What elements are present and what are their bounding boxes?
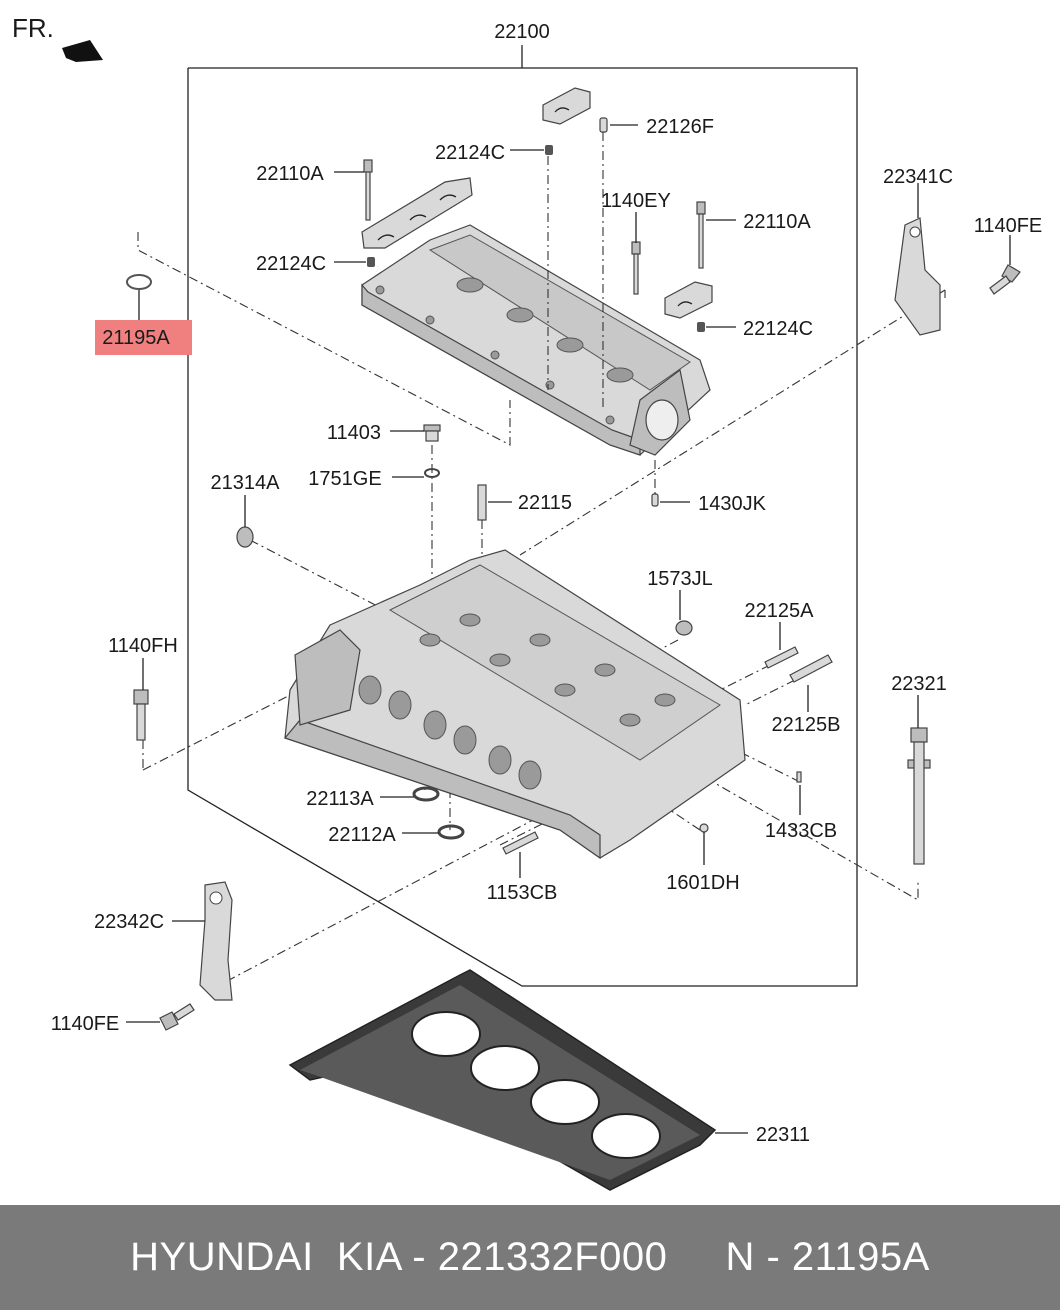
bolt-22110a-right bbox=[696, 201, 706, 269]
part-label-1751ge[interactable]: 1751GE bbox=[308, 468, 381, 490]
cam-cap-right bbox=[664, 281, 713, 319]
bolt-1140ey bbox=[631, 241, 641, 295]
part-label-21314a[interactable]: 21314A bbox=[211, 472, 281, 494]
dowel-22124c-left bbox=[367, 257, 375, 267]
cam-cap-top bbox=[542, 87, 591, 125]
seal-22113a bbox=[412, 786, 440, 802]
cam-cap-large bbox=[361, 177, 473, 249]
highlight-box bbox=[95, 320, 192, 355]
footer-bar: HYUNDAI KIA - 221332F000 N - 21195A bbox=[0, 1205, 1060, 1310]
front-arrow-icon bbox=[62, 40, 103, 62]
part-label-22115[interactable]: 22115 bbox=[518, 492, 572, 514]
dowel-22124c-top bbox=[545, 145, 553, 155]
part-label-22110a-right[interactable]: 22110A bbox=[743, 211, 811, 233]
pin-22126f bbox=[599, 117, 608, 133]
bolt-22321 bbox=[907, 727, 931, 865]
assembly-frame bbox=[187, 45, 858, 987]
pin-22125b bbox=[789, 654, 833, 683]
head-gasket bbox=[288, 969, 717, 1191]
part-label-1433cb[interactable]: 1433CB bbox=[765, 820, 837, 842]
bolt-1140fe-right bbox=[989, 264, 1021, 295]
part-label-22341c[interactable]: 22341C bbox=[883, 166, 953, 188]
part-label-22125a[interactable]: 22125A bbox=[745, 600, 815, 622]
part-label-1573jl[interactable]: 1573JL bbox=[647, 568, 713, 590]
plug-1573jl bbox=[675, 620, 693, 636]
pin-22125a bbox=[764, 646, 799, 669]
gasket-1751ge bbox=[424, 468, 440, 478]
part-label-22321[interactable]: 22321 bbox=[891, 673, 947, 695]
part-label-22100[interactable]: 22100 bbox=[494, 21, 550, 43]
seal-22112a bbox=[437, 824, 465, 840]
washer-21195a bbox=[126, 274, 152, 290]
leader-lines-upper bbox=[138, 124, 736, 503]
part-label-22113a[interactable]: 22113A bbox=[306, 788, 374, 810]
bolt-22110a-left bbox=[363, 159, 373, 221]
part-label-22124c-left[interactable]: 22124C bbox=[256, 253, 326, 275]
bolt-1140fh bbox=[133, 689, 149, 741]
bracket-22342c bbox=[199, 881, 233, 1001]
dowel-22124c-right bbox=[697, 322, 705, 332]
bolt-1140fe-left bbox=[159, 1003, 195, 1031]
pin-1601dh bbox=[699, 823, 709, 833]
plug-11403 bbox=[423, 424, 441, 442]
part-label-22126f[interactable]: 22126F bbox=[646, 116, 714, 138]
part-label-1140fe-left[interactable]: 1140FE bbox=[51, 1013, 120, 1035]
pin-1153cb bbox=[502, 831, 539, 855]
part-label-22125b[interactable]: 22125B bbox=[772, 714, 841, 736]
part-label-22311[interactable]: 22311 bbox=[756, 1124, 810, 1146]
part-label-22112a[interactable]: 22112A bbox=[328, 824, 396, 846]
part-label-11403[interactable]: 11403 bbox=[327, 422, 381, 444]
camshaft-carrier bbox=[361, 224, 711, 456]
footer-part-number: HYUNDAI KIA - 221332F000 N - 21195A bbox=[130, 1235, 930, 1279]
bracket-22341c bbox=[894, 217, 941, 336]
dowel-22115 bbox=[477, 484, 487, 521]
part-label-22124c-top[interactable]: 22124C bbox=[435, 142, 505, 164]
part-label-22110a-left[interactable]: 22110A bbox=[256, 163, 324, 185]
part-label-21195a[interactable]: 21195A bbox=[102, 327, 170, 349]
parts-diagram: FR. 22100 bbox=[12, 13, 1043, 1191]
part-label-1140ey[interactable]: 1140EY bbox=[601, 190, 671, 212]
part-label-1140fh[interactable]: 1140FH bbox=[108, 635, 178, 657]
cylinder-head bbox=[283, 549, 746, 860]
pin-1430jk bbox=[651, 493, 659, 507]
part-label-1140fe-right[interactable]: 1140FE bbox=[974, 215, 1043, 237]
plug-21314a bbox=[236, 526, 254, 548]
part-label-1601dh[interactable]: 1601DH bbox=[666, 872, 739, 894]
part-label-1430jk[interactable]: 1430JK bbox=[698, 493, 766, 515]
pin-1433cb bbox=[796, 771, 802, 783]
part-label-22124c-right[interactable]: 22124C bbox=[743, 318, 813, 340]
part-label-22342c[interactable]: 22342C bbox=[94, 911, 164, 933]
leader-lines-lower bbox=[126, 183, 1011, 1134]
orientation-label: FR. bbox=[12, 13, 54, 43]
part-label-1153cb[interactable]: 1153CB bbox=[487, 882, 558, 904]
